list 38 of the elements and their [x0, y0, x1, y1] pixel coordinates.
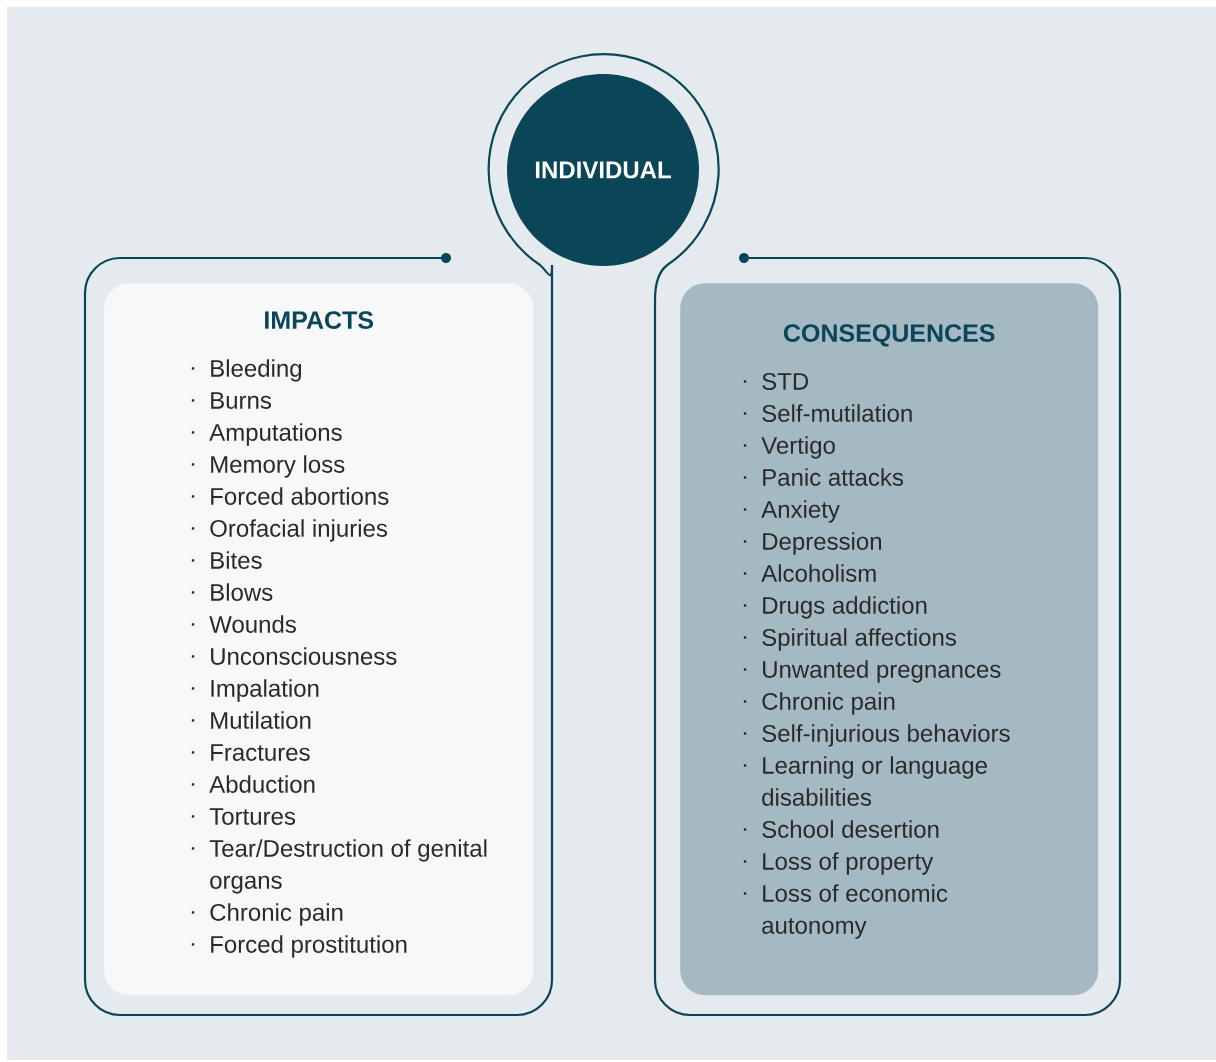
list-item: Abduction [209, 775, 315, 793]
card-heading: IMPACTS [265, 311, 374, 329]
list-item: Panic attacks [763, 468, 904, 486]
list-item: Unconsciousness [211, 647, 397, 665]
list-item: Self-injurious behaviors [762, 724, 1010, 747]
list-item: Anxiety [761, 500, 840, 523]
list-item: Vertigo [761, 436, 835, 459]
impacts-card [104, 283, 534, 996]
list-item: Memory loss [211, 455, 345, 478]
list-item: Amputations [209, 423, 342, 446]
list-item: Burns [211, 392, 272, 409]
list-item: Drugs addiction [763, 596, 927, 619]
card-heading: CONSEQUENCES [783, 324, 995, 347]
list-item: Chronic pain [210, 903, 343, 926]
list-item: Mutilation [211, 711, 311, 729]
list-item: Depression [763, 532, 881, 555]
consequences-card [680, 283, 1099, 996]
list-item: Fractures [211, 744, 310, 761]
list-item: School desertion [762, 820, 939, 838]
list-item: Chronic pain [762, 692, 895, 715]
list-item: Alcoholism [761, 564, 876, 582]
list-item: Spiritual affections [762, 628, 956, 651]
list-item: Bites [211, 551, 262, 569]
list-item: Tortures [209, 808, 296, 825]
list-item: Orofacial injuries [210, 519, 387, 542]
list-item: Loss of property [763, 852, 934, 875]
list-item: Forced abortions [211, 487, 389, 505]
list-item: Learning or language disabilities [762, 756, 987, 806]
list-item: Blows [211, 583, 273, 601]
list-item: STD [762, 372, 809, 390]
list-item: Self-mutilation [762, 404, 912, 422]
list-item: Bleeding [211, 359, 302, 382]
list-item: Tear/Destruction of genital organs [209, 839, 487, 894]
list-item: Wounds [209, 615, 296, 633]
list-item: Loss of economic autonomy [762, 884, 948, 939]
list-item: Unwanted pregnances [763, 660, 1001, 683]
list-item: Impalation [211, 679, 319, 702]
list-item: Forced prostitution [211, 935, 407, 958]
